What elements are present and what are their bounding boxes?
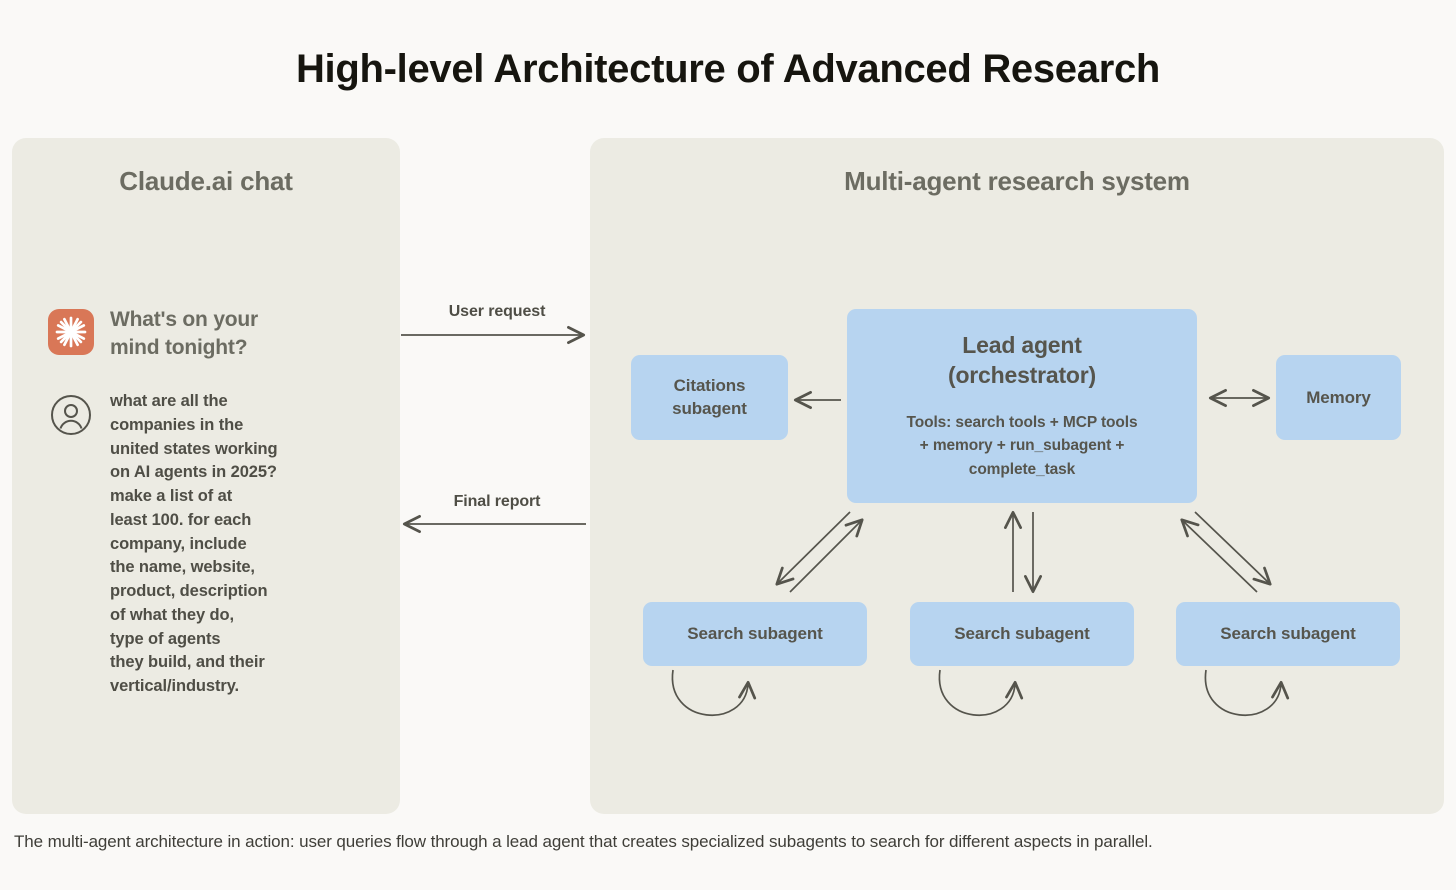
flow-label-final-report: Final report (453, 493, 541, 510)
node-lead-agent[interactable]: Lead agent (orchestrator) Tools: search … (847, 309, 1197, 503)
node-search-subagent-2[interactable]: Search subagent (910, 602, 1134, 666)
search-subagent-3-label: Search subagent (1220, 624, 1356, 643)
search-subagent-1-label: Search subagent (687, 624, 823, 643)
title-bar: High-level Architecture of Advanced Rese… (0, 0, 1456, 138)
lead-agent-tools: Tools: search tools + MCP tools + memory… (906, 414, 1138, 478)
claude-chat-panel: Claude.ai chat What's on your mind tonig… (12, 138, 400, 814)
memory-label: Memory (1306, 387, 1371, 407)
search-subagent-2-label: Search subagent (954, 624, 1090, 643)
chat-greeting-text: What's on your mind tonight? (110, 308, 259, 360)
claude-starburst-icon (48, 309, 94, 355)
chat-query-text: what are all the companies in the united… (110, 392, 278, 695)
chat-greeting-row: What's on your mind tonight? (48, 306, 258, 363)
node-search-subagent-3[interactable]: Search subagent (1176, 602, 1400, 666)
page-title: High-level Architecture of Advanced Rese… (295, 46, 1161, 91)
node-memory[interactable]: Memory (1276, 355, 1401, 440)
user-avatar-icon (48, 392, 94, 438)
claude-chat-panel-title: Claude.ai chat (119, 166, 293, 196)
chat-query-row: what are all the companies in the united… (48, 390, 328, 699)
citations-subagent-label: Citations subagent (672, 375, 747, 418)
figure-caption: The multi-agent architecture in action: … (14, 832, 1153, 851)
lead-agent-title: Lead agent (orchestrator) (947, 332, 1096, 389)
node-citations-subagent[interactable]: Citations subagent (631, 355, 788, 440)
flow-label-user-request: User request (448, 303, 546, 320)
node-search-subagent-1[interactable]: Search subagent (643, 602, 867, 666)
multi-agent-system-panel-title: Multi-agent research system (844, 166, 1190, 196)
